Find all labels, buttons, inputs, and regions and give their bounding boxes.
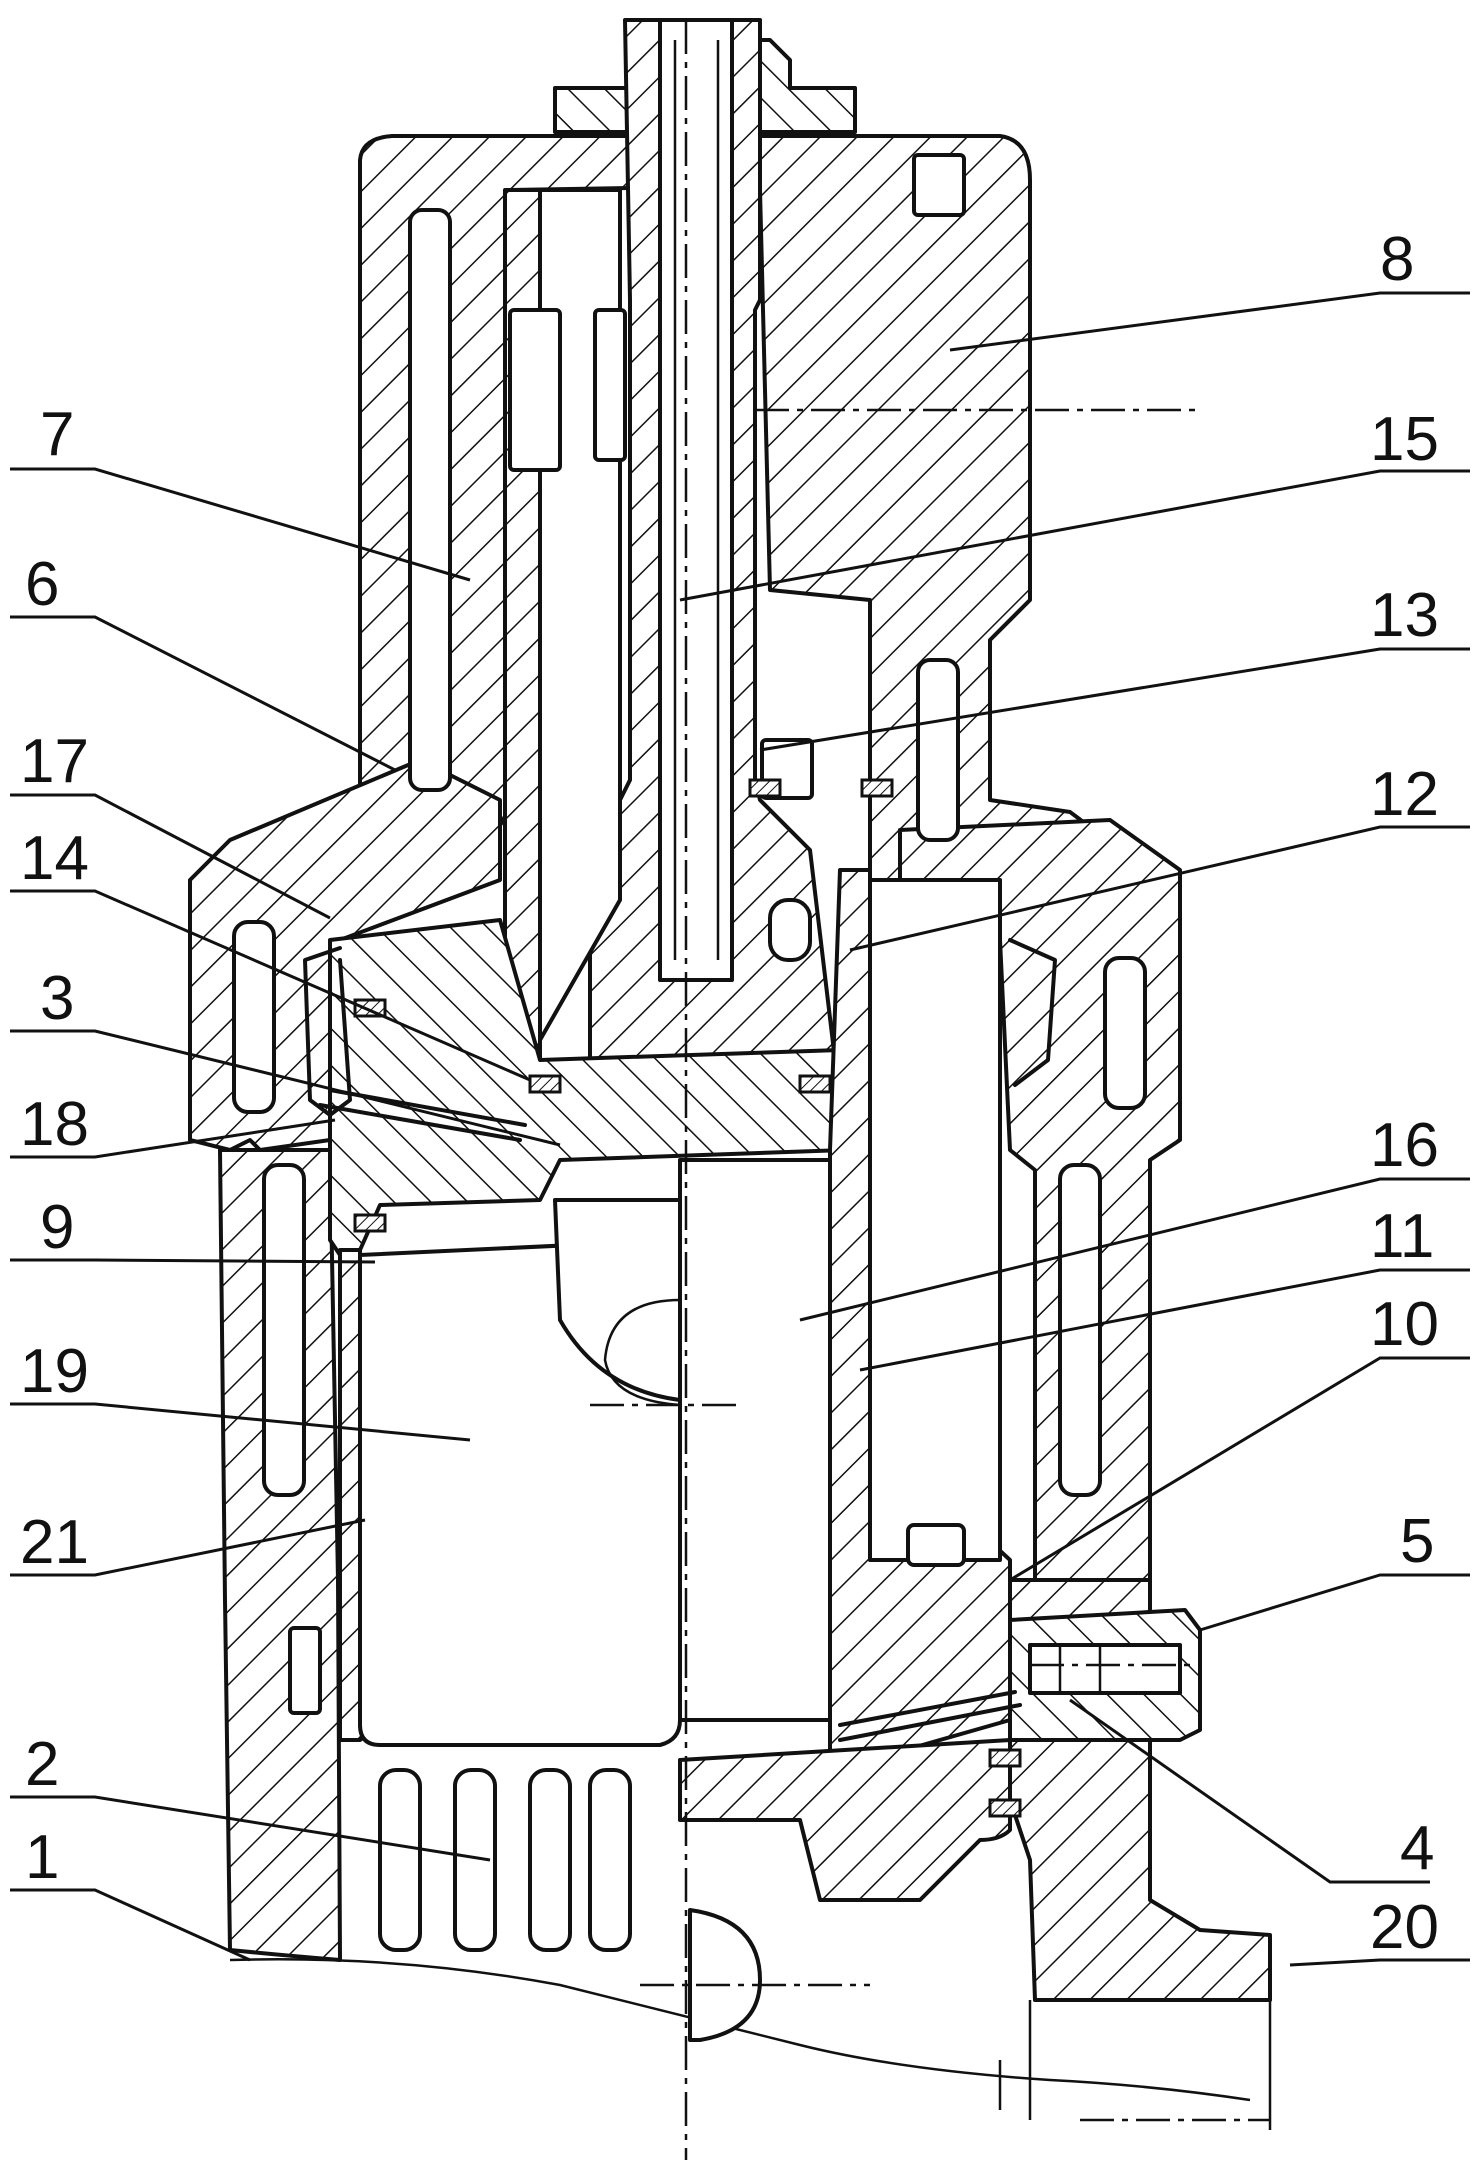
callout-9: 9 bbox=[40, 1193, 74, 1262]
callout-11: 11 bbox=[1370, 1202, 1434, 1271]
callout-13: 13 bbox=[1370, 581, 1439, 650]
callout-16: 16 bbox=[1370, 1111, 1439, 1180]
stem-bore bbox=[660, 20, 732, 980]
callout-4: 4 bbox=[1400, 1814, 1434, 1883]
callout-6: 6 bbox=[25, 550, 59, 619]
callout-5: 5 bbox=[1400, 1507, 1434, 1576]
right-upper-chamber bbox=[870, 880, 1000, 1560]
callout-15: 15 bbox=[1370, 405, 1439, 474]
callout-19: 19 bbox=[20, 1337, 89, 1406]
bottom-plate bbox=[680, 1740, 1010, 1900]
flange-20 bbox=[1000, 2000, 1270, 2130]
callout-8: 8 bbox=[1380, 225, 1414, 294]
callout-12: 12 bbox=[1370, 760, 1439, 829]
callout-1: 1 bbox=[25, 1823, 59, 1892]
callout-18: 18 bbox=[20, 1090, 89, 1159]
callout-10: 10 bbox=[1370, 1290, 1439, 1359]
callout-17: 17 bbox=[20, 727, 89, 796]
callout-2: 2 bbox=[25, 1730, 59, 1799]
callout-21: 21 bbox=[20, 1508, 89, 1577]
lower-eye bbox=[690, 1910, 760, 2040]
chamber-16 bbox=[680, 1160, 830, 1720]
callout-7: 7 bbox=[40, 400, 74, 469]
callout-14: 14 bbox=[20, 824, 89, 893]
callout-3: 3 bbox=[40, 964, 74, 1033]
callout-20: 20 bbox=[1370, 1893, 1439, 1962]
